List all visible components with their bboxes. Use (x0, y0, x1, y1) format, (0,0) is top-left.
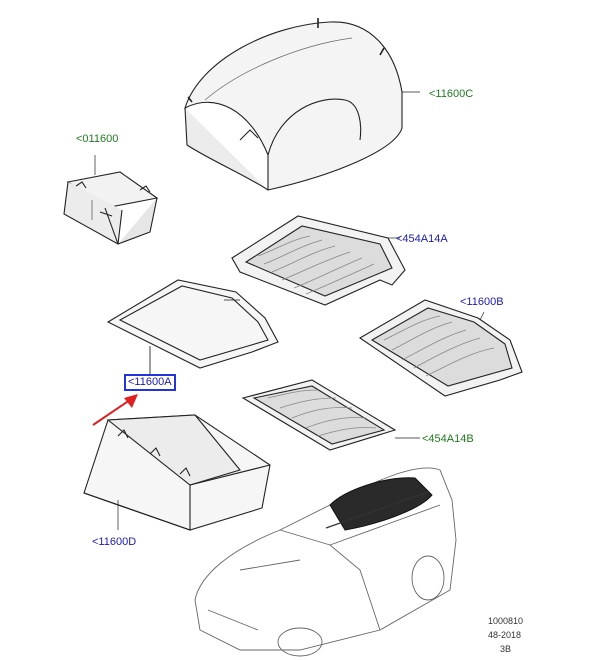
wavy-mat-right-part[interactable] (358, 299, 523, 397)
reference-number-1: 1000810 (488, 616, 524, 626)
callout-454a14a[interactable]: <454A14A (396, 233, 448, 245)
roof-rail (325, 491, 429, 529)
reference-date: 48-2018 (488, 630, 522, 640)
callout-11600d[interactable]: <11600D (92, 536, 137, 548)
open-storage-box-part[interactable] (83, 414, 271, 531)
leader-lines (149, 237, 400, 376)
callout-11600a-selected[interactable]: <11600A (124, 374, 176, 391)
wavy-mat-upper-part[interactable] (231, 215, 406, 306)
roof-tent-on-vehicle (329, 477, 433, 531)
wavy-mat-lower-part[interactable] (241, 379, 420, 451)
tent-part[interactable] (184, 18, 420, 191)
reference-code: 3B (500, 644, 512, 654)
callout-011600[interactable]: <011600 (76, 133, 119, 145)
floor-liner-part[interactable] (106, 279, 279, 374)
callout-454a14b[interactable]: <454A14B (422, 433, 474, 445)
storage-box-part[interactable] (63, 155, 159, 245)
red-arrow (92, 394, 138, 426)
callout-11600c[interactable]: <11600C (429, 88, 474, 100)
callout-11600b[interactable]: <11600B (460, 296, 504, 308)
